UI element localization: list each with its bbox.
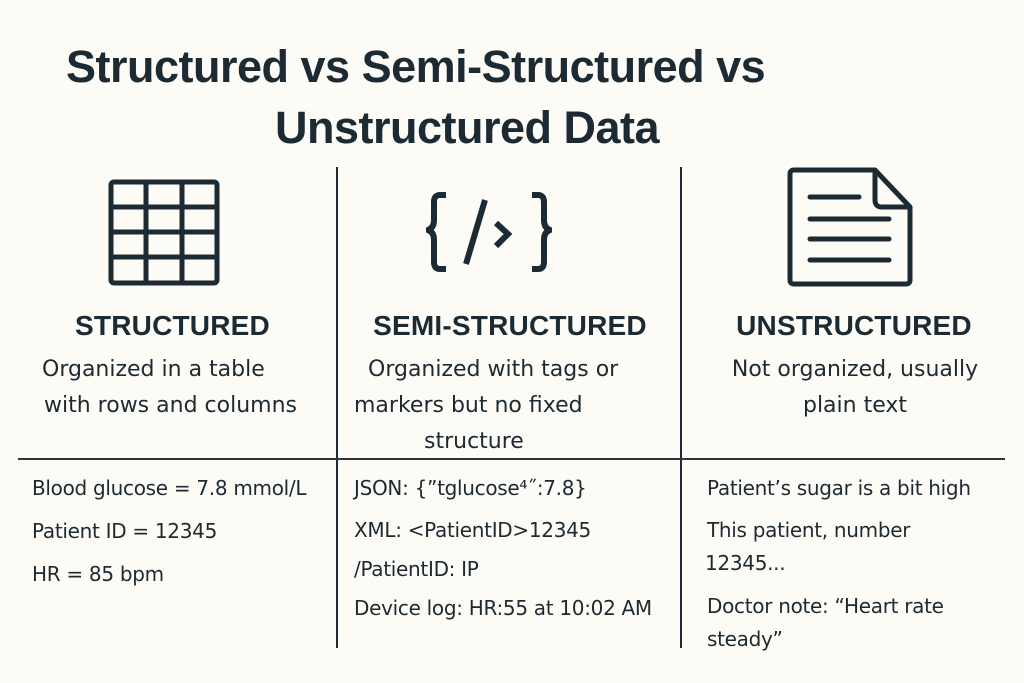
description-line: structure	[424, 429, 524, 454]
structured-example: Patient ID = 12345	[32, 519, 217, 543]
code-braces-icon	[426, 192, 552, 272]
title-line-2: Unstructured Data	[275, 102, 660, 153]
unstructured-example: steady”	[707, 627, 783, 651]
description-line: Organized with tags or	[368, 357, 619, 382]
table-grid-icon	[108, 179, 220, 286]
description-line: with rows and columns	[44, 393, 297, 418]
semi-structured-heading: SEMI-STRUCTURED	[373, 310, 647, 341]
structured-heading: STRUCTURED	[75, 310, 270, 341]
unstructured-example: This patient, number	[707, 518, 911, 542]
column-divider-2	[680, 167, 682, 648]
structured-example: HR = 85 bpm	[32, 562, 164, 586]
unstructured-example: 12345...	[705, 551, 786, 575]
description-line: Not organized, usually	[731, 357, 979, 382]
description-line: Organized in a table	[42, 357, 265, 382]
column-divider-1	[336, 167, 338, 648]
section-divider	[18, 458, 1005, 460]
title-line-1: Structured vs Semi-Structured vs	[66, 41, 766, 92]
structured-example: Blood glucose = 7.8 mmol/L	[32, 476, 307, 500]
structured-description: Organized in a table with rows and colum…	[30, 352, 340, 424]
semi-structured-example: /PatientID: IP	[354, 557, 479, 581]
semi-structured-description: Organized with tags or markers but no fi…	[350, 352, 680, 460]
document-icon	[787, 167, 913, 287]
unstructured-example: Patient’s sugar is a bit high	[707, 476, 971, 500]
unstructured-heading: UNSTRUCTURED	[736, 310, 972, 341]
semi-structured-example: XML: <PatientID>12345	[354, 518, 591, 542]
semi-structured-example: Device log: HR:55 at 10:02 AM	[354, 596, 652, 620]
unstructured-example: Doctor note: “Heart rate	[707, 594, 944, 618]
description-line: markers but no fixed	[354, 393, 583, 418]
semi-structured-example: JSON: {”tglucose⁴˝:7.8}	[354, 476, 587, 500]
unstructured-description: Not organized, usually plain text	[690, 352, 1020, 424]
description-line: plain text	[802, 393, 908, 418]
